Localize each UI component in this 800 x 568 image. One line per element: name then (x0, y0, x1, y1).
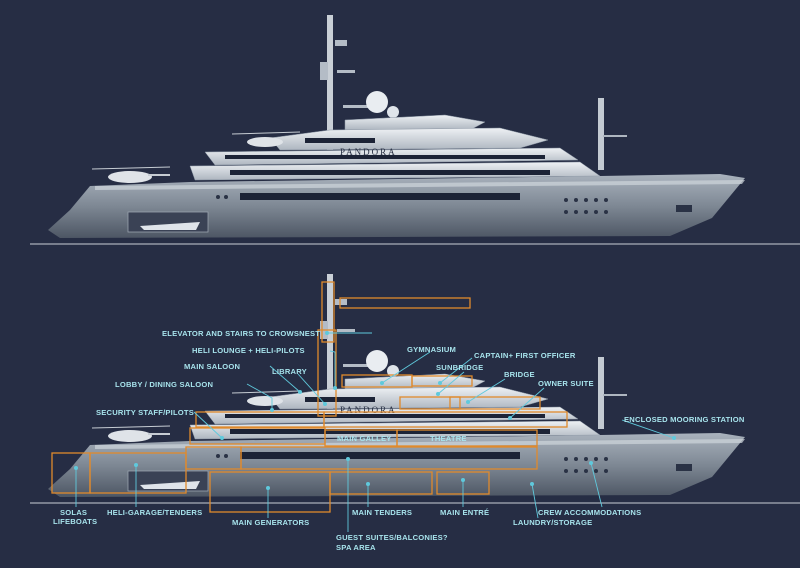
label-bridge: BRIDGE (504, 370, 535, 379)
outline-heli-garage (89, 452, 187, 494)
outline-upper-mast (339, 297, 471, 309)
yacht-profile-top: PANDORA (29, 14, 800, 245)
space-outlines (51, 281, 568, 513)
label-gymnasium: GYMNASIUM (407, 345, 456, 354)
label-owner-suite: OWNER SUITE (538, 379, 594, 388)
label-main-generators: MAIN GENERATORS (232, 518, 309, 527)
outline-elevator (317, 329, 337, 417)
label-theatre: THEATRE (430, 434, 467, 443)
label-laundry: LAUNDRY/STORAGE (513, 518, 592, 527)
label-main-galley: MAIN GALLEY (337, 434, 392, 443)
label-elevator: ELEVATOR AND STAIRS TO CROWSNEST (162, 329, 320, 338)
label-heli-lounge: HELI LOUNGE + HELI-PILOTS (192, 346, 305, 355)
outline-crowsnest (321, 281, 335, 343)
label-spa: SPA AREA (336, 543, 376, 552)
outline-theatre (396, 429, 538, 447)
outline-sunbridge (411, 375, 473, 387)
leader-lines (74, 331, 676, 532)
label-main-tenders: MAIN TENDERS (352, 508, 412, 517)
outline-bridge (399, 396, 461, 410)
label-lifeboats: LIFEBOATS (53, 517, 97, 526)
label-security: SECURITY STAFF/PILOTS (96, 408, 194, 417)
label-guest-suites: GUEST SUITES/BALCONIES? (336, 533, 448, 542)
label-sunbridge: SUNBRIDGE (436, 363, 483, 372)
label-captain: CAPTAIN+ FIRST OFFICER (474, 351, 576, 360)
outline-owner-suite (323, 411, 568, 428)
outline-captain (449, 396, 541, 410)
annotation-labels: ELEVATOR AND STAIRS TO CROWSNEST HELI LO… (53, 329, 745, 552)
yacht-profile-annotated: PANDORA (29, 273, 800, 552)
label-crew: CREW ACCOMMODATIONS (538, 508, 641, 517)
label-lobby: LOBBY / DINING SALOON (115, 380, 213, 389)
label-main-saloon: MAIN SALOON (184, 362, 240, 371)
label-main-entre: MAIN ENTRÉ (440, 508, 489, 517)
label-solas: SOLAS (60, 508, 87, 517)
label-heli-garage: HELI-GARAGE/TENDERS (107, 508, 202, 517)
outline-guest-suites (240, 446, 538, 470)
yacht-name-top: PANDORA (340, 147, 397, 157)
label-mooring: ENCLOSED MOORING STATION (624, 415, 745, 424)
yacht-name-bottom: PANDORA (340, 405, 397, 415)
outline-main-tenders (329, 471, 433, 495)
label-library: LIBRARY (272, 367, 307, 376)
